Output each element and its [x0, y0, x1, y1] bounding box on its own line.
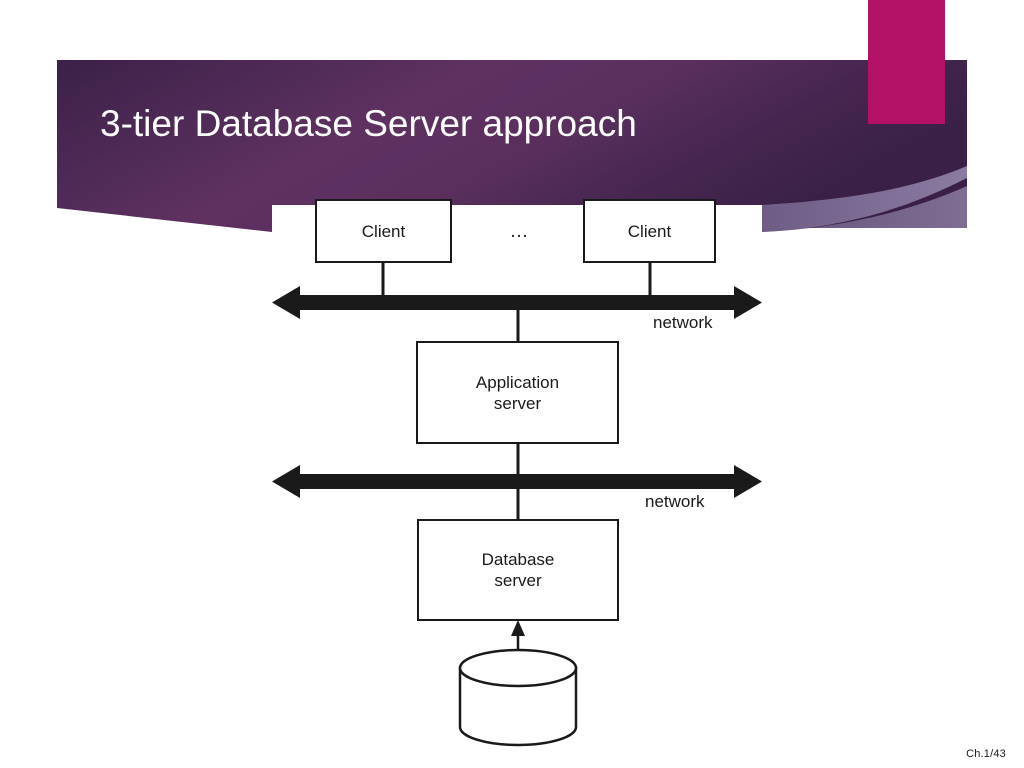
database-server-label-line1: Database: [481, 550, 555, 569]
application-server-box[interactable]: Application server: [416, 341, 619, 444]
clients-ellipsis: …: [509, 221, 531, 242]
database-server-box[interactable]: Database server: [417, 519, 619, 621]
network-label-top: network: [653, 313, 713, 332]
database-cylinder-icon: [458, 648, 578, 747]
client-box-left-label: Client: [361, 221, 406, 241]
application-server-label-line1: Application: [475, 372, 560, 392]
network-label-bottom: network: [645, 492, 705, 511]
slide-footer-note: Ch.1/43: [966, 748, 1006, 760]
application-server-label: Application server: [476, 372, 559, 414]
application-server-label-line2: server: [493, 393, 542, 413]
client-box-right[interactable]: Client: [583, 199, 716, 263]
database-server-label: Database server: [482, 549, 555, 591]
client-box-left[interactable]: Client: [315, 199, 452, 263]
client-box-right-label: Client: [627, 221, 672, 241]
database-server-label-line2: server: [494, 571, 542, 590]
page-title: 3-tier Database Server approach: [100, 103, 637, 144]
